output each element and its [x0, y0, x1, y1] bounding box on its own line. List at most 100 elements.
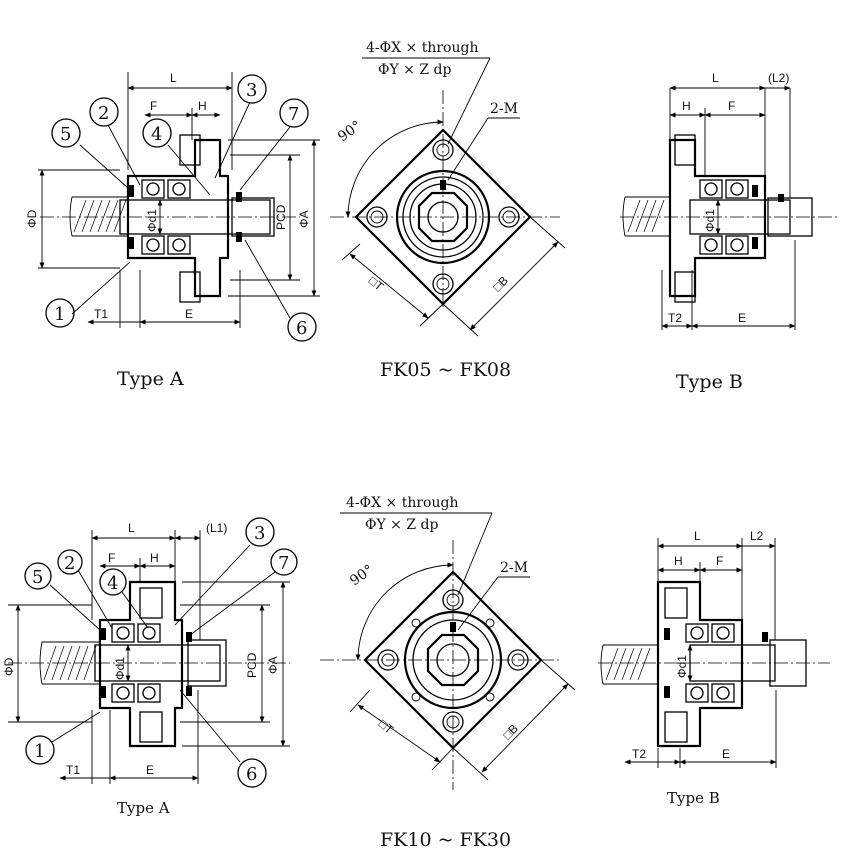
bottom-a-balloons — [49, 544, 276, 763]
balloon-6: 6 — [237, 758, 267, 788]
top-b-caption: Type B — [676, 371, 743, 393]
svg-text:6: 6 — [296, 318, 307, 339]
top-a-dimensions — [38, 72, 320, 328]
bottom-a-dim-L: L — [128, 521, 135, 535]
top-b-dimensions — [661, 85, 796, 330]
top-a-housing — [126, 138, 230, 298]
bottom-b-bearings — [664, 623, 768, 703]
bottom-a-dim-D: ΦD — [2, 657, 16, 676]
svg-text:1: 1 — [54, 304, 65, 325]
top-front-t-label: □T — [366, 274, 387, 295]
top-a-balloons — [71, 101, 291, 319]
bottom-b-thread-hatch — [605, 647, 651, 681]
bottom-b-dim-F: F — [716, 554, 723, 568]
top-a-bearings — [128, 179, 242, 255]
balloon-7: 7 — [270, 548, 298, 576]
bottom-b-caption: Type B — [667, 789, 720, 807]
balloon-5: 5 — [24, 562, 52, 590]
bottom-a-dim-L1: (L1) — [206, 521, 227, 535]
svg-text:3: 3 — [254, 523, 265, 544]
top-a-dim-D: ΦD — [25, 209, 39, 228]
top-b-dim-E: E — [738, 311, 746, 325]
top-a-dim-E: E — [185, 307, 193, 321]
top-b-dim-L: L — [712, 71, 719, 85]
balloon-4: 4 — [99, 568, 127, 596]
top-a-dim-T1: T1 — [94, 307, 108, 321]
svg-text:4: 4 — [107, 573, 118, 594]
top-series-caption: FK05 ~ FK08 — [380, 359, 511, 381]
bottom-a-dim-PCD: PCD — [245, 652, 259, 678]
bottom-front-note-line1: 4-ΦX × through — [346, 495, 458, 511]
svg-text:2: 2 — [64, 553, 75, 574]
svg-text:6: 6 — [246, 764, 257, 785]
svg-text:1: 1 — [34, 741, 45, 762]
balloon-3: 3 — [245, 517, 275, 547]
bottom-series-caption: FK10 ~ FK30 — [380, 829, 511, 851]
balloon-4: 4 — [142, 118, 172, 148]
bottom-front-note-line2: ΦY × Z dp — [365, 517, 438, 533]
balloon-3: 3 — [237, 74, 267, 104]
svg-text:2: 2 — [98, 103, 109, 124]
bottom-a-dimensions — [8, 530, 290, 784]
bottom-front-angle: 90° — [347, 562, 377, 589]
bottom-a-journal-shaft — [94, 644, 221, 682]
bottom-a-dim-d1: Φd1 — [113, 657, 127, 680]
svg-text:7: 7 — [278, 553, 289, 574]
top-b-dim-F: F — [728, 99, 735, 113]
top-type-a-view: L F H ΦD Φd1 PCD ΦA T1 E 1 2 3 4 5 6 7 T… — [25, 71, 320, 390]
bottom-a-caption: Type A — [117, 799, 170, 817]
balloon-2: 2 — [57, 549, 83, 575]
top-b-dim-T2: T2 — [668, 311, 682, 325]
bottom-front-m-label: 2-M — [500, 560, 528, 576]
bottom-b-dim-d1: Φd1 — [675, 655, 689, 678]
bottom-b-dim-E: E — [722, 747, 730, 761]
balloon-6: 6 — [287, 312, 317, 342]
balloon-1: 1 — [25, 735, 55, 765]
bottom-a-bearings — [100, 623, 192, 703]
balloon-2: 2 — [89, 97, 119, 127]
top-a-flange-lower — [179, 271, 201, 303]
top-b-dim-d1: Φd1 — [703, 209, 717, 232]
bottom-a-housing — [98, 580, 184, 748]
bottom-a-dim-H: H — [150, 551, 159, 565]
svg-text:4: 4 — [151, 124, 162, 145]
balloon-1: 1 — [45, 298, 75, 328]
bottom-a-dim-F: F — [108, 551, 115, 565]
bottom-front-b-label: □B — [500, 721, 521, 742]
top-a-dim-A: ΦA — [297, 210, 311, 228]
bottom-b-dim-T2: T2 — [632, 747, 646, 761]
bottom-b-dimensions — [624, 538, 777, 768]
top-b-dim-L2: (L2) — [768, 71, 789, 85]
top-a-dim-d1: Φd1 — [145, 209, 159, 232]
bottom-front-view: 4-ΦX × through ΦY × Z dp 2-M 90° □T □B F… — [320, 495, 576, 851]
top-a-dim-L: L — [170, 71, 177, 85]
bottom-b-dim-L2: L2 — [750, 529, 764, 543]
top-a-screw-shaft — [69, 196, 128, 237]
top-front-m-label: 2-M — [490, 101, 518, 117]
top-front-view: 4-ΦX × through ΦY × Z dp 2-M 90° □T □B F… — [330, 40, 566, 381]
top-b-screw-shaft — [622, 196, 670, 237]
top-front-b-label: □B — [490, 273, 511, 294]
bottom-b-dim-L: L — [694, 529, 701, 543]
bottom-a-dim-T1: T1 — [66, 763, 80, 777]
svg-text:7: 7 — [288, 104, 299, 125]
top-a-dim-PCD: PCD — [274, 204, 288, 230]
bottom-a-dim-A: ΦA — [266, 656, 280, 674]
svg-text:5: 5 — [32, 567, 43, 588]
top-a-dim-H: H — [198, 99, 207, 113]
svg-text:5: 5 — [60, 124, 71, 145]
top-b-thread-hatch — [627, 199, 665, 233]
top-type-b-view: L (L2) H F Φd1 T2 E Type B — [620, 71, 840, 393]
bottom-b-screw-shaft — [600, 644, 658, 685]
bottom-type-a-view: L (L1) F H ΦD Φd1 PCD ΦA T1 E 1 2 3 4 5 … — [2, 517, 298, 817]
svg-text:3: 3 — [246, 80, 257, 101]
bottom-b-housing — [656, 580, 744, 748]
top-front-note-line1: 4-ΦX × through — [366, 40, 478, 56]
bottom-b-dim-H: H — [674, 554, 683, 568]
top-b-dim-H: H — [682, 99, 691, 113]
top-front-angle: 90° — [335, 118, 365, 145]
top-a-flange-upper — [179, 134, 201, 166]
top-a-thread-hatch — [73, 199, 127, 233]
top-front-note-line2: ΦY × Z dp — [378, 62, 451, 78]
